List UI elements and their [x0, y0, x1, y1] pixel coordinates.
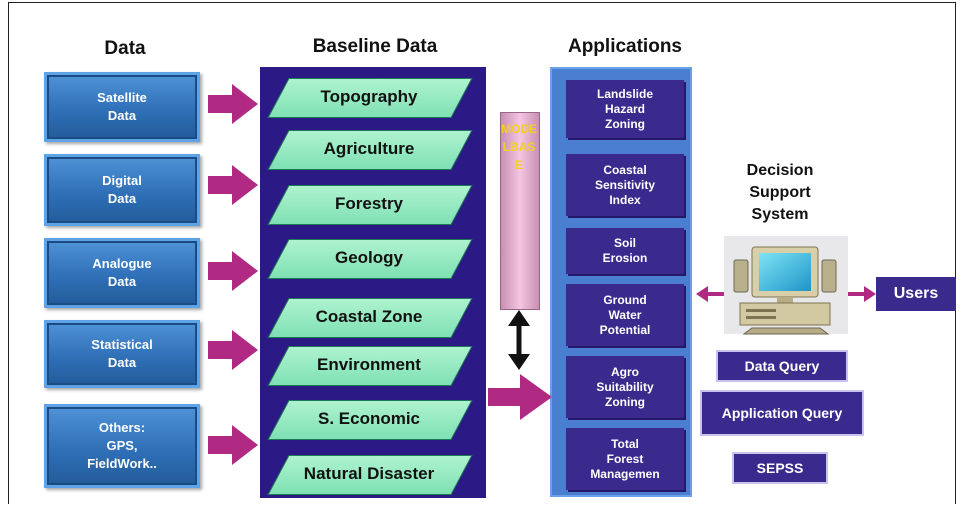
data-source-digital: Digital Data — [44, 154, 200, 226]
heading-data: Data — [104, 38, 146, 59]
data-source-others: Others: GPS, FieldWork.. — [44, 404, 200, 488]
arrow-digital — [208, 165, 258, 205]
arrow-satellite — [208, 84, 258, 124]
data-source-analogue: Analogue Data — [44, 238, 200, 308]
heading-baseline-data: Baseline Data — [312, 36, 438, 57]
heading-applications: Applications — [567, 36, 682, 57]
app-coastal-sensitivity-index: Coastal Sensitivity Index — [566, 154, 684, 216]
data-query-box: Data Query — [716, 350, 848, 382]
layer-label-topography: Topography — [320, 87, 418, 106]
app-landslide-hazard-zoning: Landslide Hazard Zoning — [566, 80, 684, 138]
layer-label-environment: Environment — [317, 355, 421, 374]
data-source-satellite: Satellite Data — [44, 72, 200, 142]
layer-label-s-economic: S. Economic — [317, 409, 421, 428]
layer-label-agriculture: Agriculture — [323, 139, 415, 158]
layer-label-coastal-zone: Coastal Zone — [315, 307, 423, 326]
sepss-box: SEPSS — [732, 452, 828, 484]
modelbase-bar — [500, 112, 540, 310]
source-arrows — [208, 84, 552, 465]
modelbase-double-arrow — [508, 310, 530, 370]
arrow-baseline-to-applications — [488, 374, 552, 420]
users-box: Users — [876, 277, 956, 311]
layer-label-geology: Geology — [334, 248, 403, 267]
layer-label-natural-disaster: Natural Disaster — [303, 464, 435, 483]
modelbase-label: MODELBASE — [501, 122, 537, 172]
layer-label-forestry: Forestry — [334, 194, 404, 213]
data-source-statistical: Statistical Data — [44, 320, 200, 388]
app-total-forest-management: Total Forest Managemen — [566, 428, 684, 490]
arrow-others — [208, 425, 258, 465]
applications-panel — [550, 67, 692, 497]
app-ground-water-potential: Ground Water Potential — [566, 284, 684, 346]
app-soil-erosion: Soil Erosion — [566, 228, 684, 274]
computer-icon — [724, 236, 848, 335]
arrow-statistical — [208, 330, 258, 370]
app-agro-suitability-zoning: Agro Suitability Zoning — [566, 356, 684, 418]
arrow-analogue — [208, 251, 258, 291]
application-query-box: Application Query — [700, 390, 864, 436]
figure-frame — [8, 2, 956, 504]
decision-support-system-title: Decision Support System — [746, 162, 814, 223]
